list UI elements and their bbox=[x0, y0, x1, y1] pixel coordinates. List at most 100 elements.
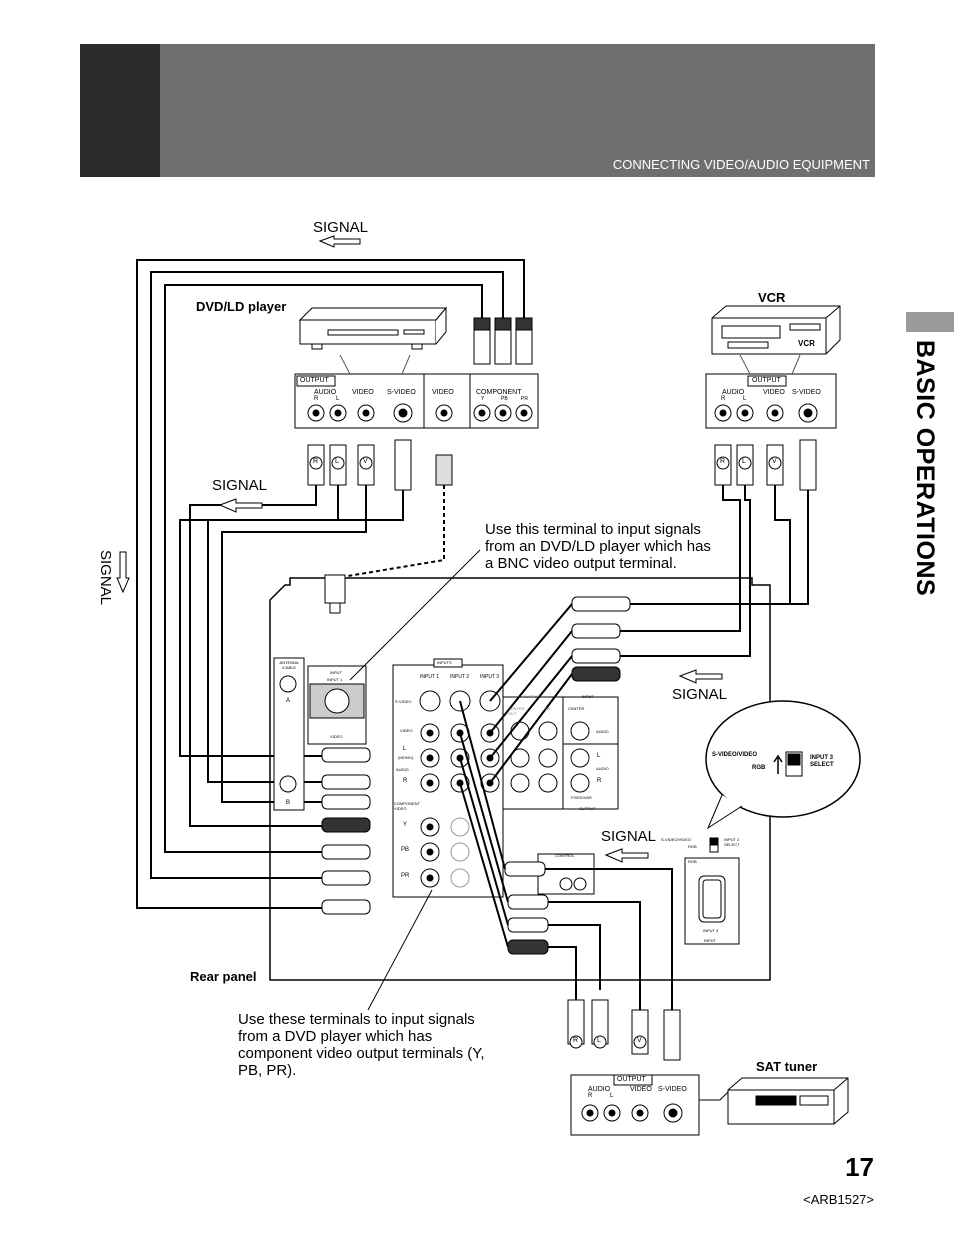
dvd-plug-l-mark: L bbox=[335, 458, 339, 465]
rear-panel-label: Rear panel bbox=[190, 969, 257, 984]
sat-l-label: L bbox=[610, 1093, 614, 1099]
dvd-y-label: Y bbox=[481, 396, 485, 402]
sat-audio-label: AUDIO bbox=[588, 1086, 611, 1093]
vcr-output-panel bbox=[705, 354, 837, 429]
dvd-output-panel bbox=[294, 354, 539, 429]
sat-tuner-device bbox=[727, 1077, 849, 1125]
dvd-plug-v-mark: V bbox=[363, 458, 368, 465]
input-small-label: INPUT bbox=[330, 670, 342, 675]
signal-label-right: SIGNAL bbox=[672, 686, 728, 703]
dvd-component-plugs bbox=[473, 317, 533, 365]
vcr-output-label: OUTPUT bbox=[752, 377, 781, 384]
vcr-front-label: VCR bbox=[798, 339, 815, 348]
vcr-audio-label: AUDIO bbox=[722, 389, 745, 396]
center-out-label: CENTER OUT bbox=[508, 706, 525, 716]
vcr-plugs bbox=[714, 439, 817, 491]
component-callout-line bbox=[367, 889, 433, 1011]
signal-arrow-left-mid bbox=[218, 498, 263, 513]
input2-select-label: INPUT 2 SELECT bbox=[724, 837, 740, 847]
signal-label-top: SIGNAL bbox=[313, 219, 369, 236]
balloon-rgb-label: RGB bbox=[752, 765, 766, 771]
comp-y-label: Y bbox=[403, 822, 408, 828]
tv-rear-panel bbox=[269, 577, 771, 981]
comp-pb-label: PB bbox=[401, 847, 410, 853]
input1-small-label: INPUT 1 bbox=[327, 677, 343, 682]
row-r-label: R bbox=[403, 778, 408, 784]
signal-label-left: SIGNAL bbox=[212, 477, 268, 494]
antenna-section bbox=[273, 657, 305, 811]
vcr-plug-v-mark: V bbox=[772, 458, 777, 465]
row-audio-label: AUDIO bbox=[396, 767, 409, 772]
dvd-svideo-label: S-VIDEO bbox=[387, 389, 416, 396]
dvd-jacks bbox=[307, 403, 533, 423]
component-video-label: COMPONENT VIDEO bbox=[394, 801, 420, 811]
vcr-cables bbox=[620, 485, 809, 657]
dvd-audio-label: AUDIO bbox=[314, 389, 337, 396]
sat-plug-v-mark: V bbox=[637, 1037, 642, 1044]
row-l-label: L bbox=[403, 746, 407, 752]
rear-lower-plugs bbox=[504, 861, 549, 955]
input2-svideo-label: S-VIDEO/VIDEO bbox=[661, 837, 692, 842]
dvd-plug-r-mark: R bbox=[313, 458, 319, 465]
row-mono-label: (MONO) bbox=[398, 755, 414, 760]
component-callout-text: Use these terminals to input signals fro… bbox=[238, 1011, 485, 1079]
signal-label-vertical: SIGNAL bbox=[97, 550, 114, 606]
control-label: CONTROL bbox=[555, 853, 575, 858]
inputs-col3: INPUT 3 bbox=[480, 674, 500, 680]
center-audio-label: AUDIO bbox=[596, 729, 609, 734]
sw-label: SW bbox=[544, 706, 551, 711]
input1-video-label: VIDEO bbox=[330, 734, 343, 739]
balloon-svideo-label: S-VIDEO/VIDEO bbox=[712, 752, 758, 758]
header-grey-band bbox=[160, 44, 875, 177]
vcr-device bbox=[711, 305, 841, 355]
header-dark-block bbox=[80, 44, 160, 177]
sat-to-tv-cables bbox=[459, 700, 673, 1010]
antenna-b-label: B bbox=[286, 800, 291, 806]
sat-video-label: VIDEO bbox=[630, 1086, 652, 1093]
signal-arrow-right-mid bbox=[678, 669, 723, 684]
dvd-l-label: L bbox=[336, 396, 340, 402]
dvd-pb-label: PB bbox=[501, 396, 508, 402]
dvd-av-cables bbox=[179, 485, 445, 827]
header-subtitle: CONNECTING VIDEO/AUDIO EQUIPMENT bbox=[612, 157, 870, 172]
dvd-player-label: DVD/LD player bbox=[196, 299, 287, 314]
inputs-label: INPUTS bbox=[437, 660, 452, 665]
vcr-label: VCR bbox=[758, 290, 786, 305]
select-balloon bbox=[705, 700, 861, 830]
vcr-r-label: R bbox=[721, 396, 726, 402]
center-label: CENTER bbox=[568, 706, 585, 711]
bnc-plug bbox=[324, 574, 346, 614]
section-title: BASIC OPERATIONS bbox=[911, 340, 939, 597]
document-code: <ARB1527> bbox=[803, 1192, 874, 1207]
vcr-plug-l-mark: L bbox=[742, 458, 746, 465]
vcr-l-label: L bbox=[743, 396, 747, 402]
sat-plug-r-mark: R bbox=[573, 1037, 579, 1044]
control-box bbox=[537, 853, 595, 895]
page-number: 17 bbox=[845, 1152, 874, 1182]
bnc-callout-text: Use this terminal to input signals from … bbox=[485, 521, 711, 572]
rear-left-plugs bbox=[321, 747, 371, 915]
vcr-plug-r-mark: R bbox=[720, 458, 726, 465]
inputs-col2: INPUT 2 bbox=[450, 674, 470, 680]
sat-svideo-label: S-VIDEO bbox=[658, 1086, 687, 1093]
output-top-label: OUTPUT bbox=[523, 694, 540, 699]
comp-pr-label: PR bbox=[401, 873, 410, 879]
dvd-player-device bbox=[298, 306, 448, 350]
input1-box bbox=[307, 665, 367, 745]
rear-right-plugs bbox=[571, 596, 631, 682]
balloon-input3-select: INPUT 3 SELECT bbox=[810, 755, 834, 768]
sat-output-panel bbox=[570, 1074, 729, 1136]
row-video-label: VIDEO bbox=[400, 728, 413, 733]
out-l-label: L bbox=[597, 753, 601, 759]
signal-arrow-right-lower bbox=[604, 848, 649, 863]
signal-arrow-top bbox=[318, 235, 361, 248]
out-r-label: R bbox=[597, 778, 602, 784]
sat-r-label: R bbox=[588, 1093, 593, 1099]
dvd-bnc-video-label: VIDEO bbox=[432, 389, 454, 396]
row-svideo-label: S-VIDEO bbox=[395, 699, 412, 704]
sat-plugs bbox=[567, 999, 681, 1061]
rgb-input-label: INPUT bbox=[704, 938, 716, 943]
main-inputs-block bbox=[392, 658, 504, 898]
antenna-a-label: A bbox=[286, 698, 291, 704]
